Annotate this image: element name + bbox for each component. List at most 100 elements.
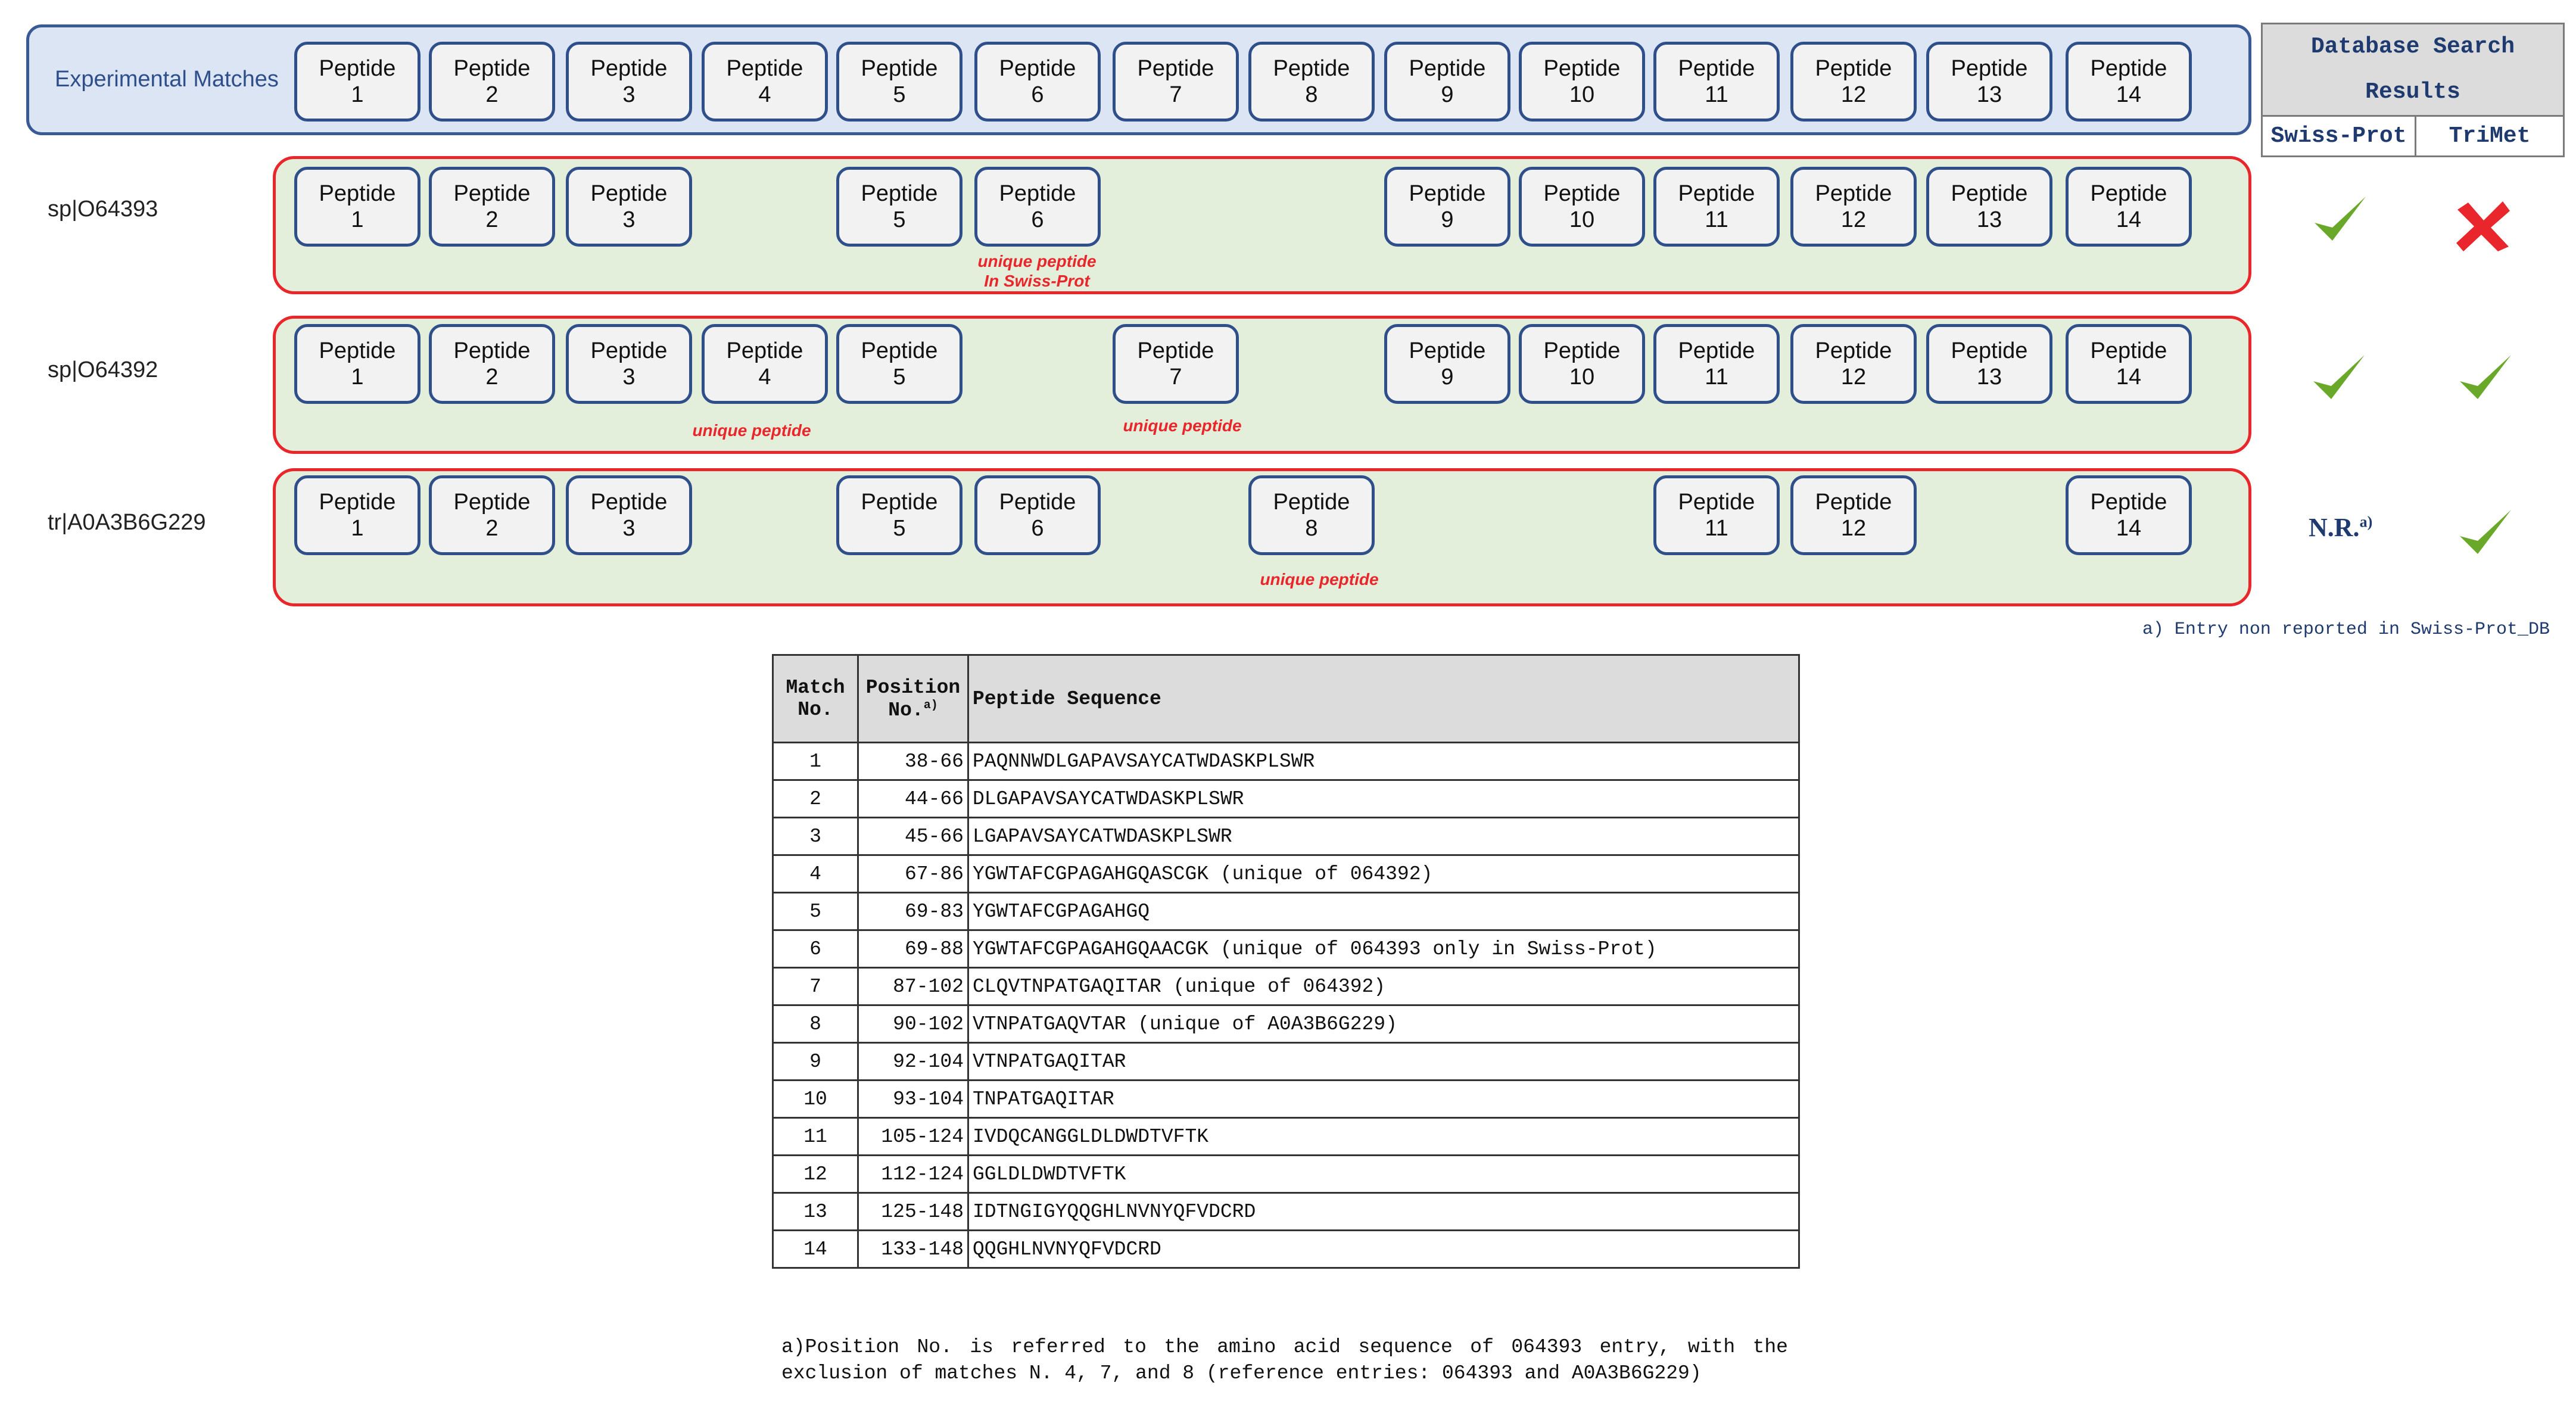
peptide-label: Peptide: [590, 181, 668, 206]
cell-position: 92-104: [857, 1042, 969, 1081]
cell-position: 87-102: [857, 967, 969, 1006]
peptide-number: 6: [1031, 207, 1044, 232]
peptide-label: Peptide: [1678, 56, 1755, 81]
unique-peptide-note-peptide8: unique peptide: [1260, 570, 1379, 589]
peptide-number: 10: [1569, 82, 1595, 107]
cell-position: 44-66: [857, 779, 969, 818]
protein-id-a0a3b6g229: tr|A0A3B6G229: [48, 510, 206, 535]
protein-id-o64392: sp|O64392: [48, 357, 158, 382]
cell-match: 14: [772, 1229, 859, 1269]
cell-sequence: YGWTAFCGPAGAHGQAACGK (unique of 064393 o…: [967, 929, 1800, 969]
peptide-label: Peptide: [1951, 338, 2028, 363]
peptide-label: Peptide: [1678, 338, 1755, 363]
unique-note-line1: unique peptide: [977, 252, 1097, 270]
cell-match: 10: [772, 1079, 859, 1119]
cell-position: 93-104: [857, 1079, 969, 1119]
peptide-number: 2: [485, 365, 499, 390]
cell-match: 8: [772, 1004, 859, 1044]
peptide-number: 13: [1976, 207, 2002, 232]
peptide-label: Peptide: [1678, 181, 1755, 206]
peptide-number: 5: [893, 516, 906, 541]
peptide-number: 13: [1976, 365, 2002, 390]
cell-sequence: TNPATGAQITAR: [967, 1079, 1800, 1119]
experimental-matches-label: Experimental Matches: [55, 67, 279, 92]
peptide-label: Peptide: [1273, 56, 1350, 81]
header-position-line2: No.a): [862, 699, 964, 721]
peptide-number: 7: [1169, 82, 1182, 107]
cell-sequence: DLGAPAVSAYCATWDASKPLSWR: [967, 779, 1800, 818]
nr-superscript: a): [2359, 513, 2373, 531]
peptide-label: Peptide: [1815, 181, 1892, 206]
peptide-label: Peptide: [726, 338, 803, 363]
database-results-title-line1: Database Search: [2310, 34, 2515, 60]
cell-match: 13: [772, 1192, 859, 1231]
header-match-line2: No.: [798, 699, 833, 721]
peptide-label: Peptide: [319, 338, 396, 363]
peptide-label: Peptide: [1678, 490, 1755, 515]
peptide-label: Peptide: [2090, 181, 2167, 206]
cell-sequence: LGAPAVSAYCATWDASKPLSWR: [967, 817, 1800, 856]
peptide-label: Peptide: [1815, 56, 1892, 81]
peptide-number: 11: [1705, 365, 1728, 390]
cell-match: 9: [772, 1042, 859, 1081]
peptide-label: Peptide: [319, 181, 396, 206]
peptide-label: Peptide: [2090, 338, 2167, 363]
peptide-number: 4: [758, 365, 771, 390]
database-footnote: a) Entry non reported in Swiss-Prot_DB: [2142, 619, 2550, 640]
peptide-label: Peptide: [319, 490, 396, 515]
peptide-number: 14: [2116, 516, 2142, 541]
peptide-label: Peptide: [453, 490, 531, 515]
peptide-label: Peptide: [1543, 181, 1621, 206]
check-icon: [2460, 510, 2511, 554]
cell-match: 2: [772, 779, 859, 818]
header-position-sup: a): [923, 698, 938, 712]
peptide-label: Peptide: [2090, 490, 2167, 515]
cell-position: 133-148: [857, 1229, 969, 1269]
peptide-number: 12: [1840, 516, 1867, 541]
peptide-label: Peptide: [1137, 338, 1214, 363]
peptide-label: Peptide: [1409, 56, 1486, 81]
header-position-line1: Position: [865, 676, 961, 699]
cell-sequence: YGWTAFCGPAGAHGQ: [967, 892, 1800, 931]
peptide-label: Peptide: [1409, 338, 1486, 363]
peptide-label: Peptide: [1951, 56, 2028, 81]
peptide-label: Peptide: [726, 56, 803, 81]
peptide-number: 14: [2116, 207, 2142, 232]
cell-sequence: CLQVTNPATGAQITAR (unique of 064392): [967, 967, 1800, 1006]
peptide-label: Peptide: [861, 490, 938, 515]
cell-position: 105-124: [857, 1117, 969, 1156]
cell-sequence: VTNPATGAQVTAR (unique of A0A3B6G229): [967, 1004, 1800, 1044]
peptide-number: 2: [485, 82, 499, 107]
peptide-label: Peptide: [590, 56, 668, 81]
table-footnote: a)Position No. is referred to the amino …: [781, 1336, 1788, 1384]
swiss-prot-column-header: Swiss-Prot: [2270, 123, 2407, 149]
peptide-number: 12: [1840, 365, 1867, 390]
header-position-no: Position No.a): [857, 654, 969, 743]
cross-icon: [2456, 201, 2510, 251]
